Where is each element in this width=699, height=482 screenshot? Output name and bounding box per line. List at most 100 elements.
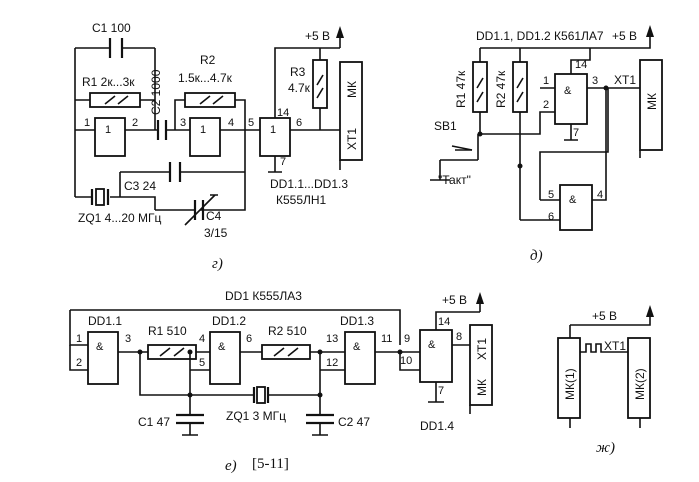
svg-text:1: 1 (105, 124, 111, 136)
svg-text:1: 1 (543, 75, 549, 87)
mk-block-zh-1 (557, 337, 581, 419)
svg-text:14: 14 (438, 316, 450, 328)
svg-text:1: 1 (76, 333, 82, 345)
svg-text:&: & (218, 341, 226, 353)
svg-text:г): г) (212, 256, 223, 272)
gate-g-dd2 (189, 117, 221, 157)
gate-e-dd4 (419, 329, 453, 383)
svg-text:DD1.2: DD1.2 (212, 314, 246, 328)
mk-block-e (469, 324, 493, 406)
svg-text:1: 1 (200, 124, 206, 136)
svg-text:&: & (353, 341, 361, 353)
svg-text:R2: R2 (200, 53, 216, 67)
circuit-e: DD1 К555ЛА3 & DD1.1 1 2 3 R1 510 & DD1.2… (69, 289, 493, 474)
svg-text:1: 1 (84, 117, 90, 129)
svg-text:9: 9 (404, 333, 410, 345)
capacitor-c1 (108, 38, 124, 58)
gate-g-dd3 (259, 117, 291, 157)
gate-e-dd2 (209, 331, 241, 385)
svg-text:XT1: XT1 (475, 338, 489, 360)
svg-text:7: 7 (438, 385, 444, 397)
svg-text:C4: C4 (206, 209, 222, 223)
svg-text:МК(2): МК(2) (633, 368, 647, 400)
svg-text:+5 В: +5 В (305, 29, 330, 43)
svg-text:R2 510: R2 510 (268, 324, 307, 338)
gate-e-dd3 (344, 331, 376, 385)
svg-text:К555ЛН1: К555ЛН1 (276, 193, 327, 207)
gate-d-top (554, 73, 588, 125)
svg-text:ZQ1 3 МГц: ZQ1 3 МГц (226, 409, 286, 423)
svg-text:4: 4 (597, 189, 603, 201)
svg-text:&: & (428, 339, 436, 351)
resistor-r2 (184, 92, 236, 108)
svg-text:5: 5 (548, 189, 554, 201)
svg-text:12: 12 (326, 357, 338, 369)
svg-text:10: 10 (400, 355, 412, 367)
svg-text:2: 2 (132, 117, 138, 129)
svg-text:3: 3 (125, 333, 131, 345)
svg-text:3/15: 3/15 (204, 226, 228, 240)
circuit-d: DD1.1, DD1.2 К561ЛА7 +5 В R1 47к R2 47к … (430, 25, 663, 264)
svg-text:МК: МК (475, 379, 489, 396)
svg-text:7: 7 (573, 127, 579, 139)
gate-e-dd1 (87, 331, 119, 385)
crystal-zq1 (95, 188, 105, 206)
svg-text:14: 14 (575, 59, 587, 71)
circuit-zh: +5 В МК(1) МК(2) XT1 ж) (557, 305, 654, 456)
svg-text:SB1: SB1 (434, 119, 457, 133)
circuit-g: C1 100 R1 2к...3к 1 1 2 C2 1000 R2 1.5к.… (74, 21, 363, 272)
svg-text:&: & (569, 194, 577, 206)
svg-text:МК(1): МК(1) (563, 368, 577, 400)
svg-text:+5 В: +5 В (612, 29, 637, 43)
svg-text:6: 6 (548, 211, 554, 223)
svg-text:DD1.3: DD1.3 (340, 314, 374, 328)
mk-block-d (639, 59, 663, 151)
crystal-e-zq1 (256, 386, 266, 404)
svg-text:C2 1000: C2 1000 (149, 69, 163, 115)
svg-text:5: 5 (248, 117, 254, 129)
svg-text:МК: МК (345, 81, 359, 98)
resistor-r1 (89, 92, 141, 108)
svg-text:6: 6 (246, 333, 252, 345)
svg-text:д): д) (530, 248, 543, 264)
svg-text:XT1: XT1 (345, 128, 359, 150)
svg-text:R2 47к: R2 47к (494, 70, 508, 108)
svg-text:C3 24: C3 24 (124, 179, 156, 193)
svg-text:XT1: XT1 (604, 339, 626, 353)
mk-block-g (339, 61, 363, 161)
c1-label: C1 100 (92, 21, 131, 35)
svg-text:DD1 К555ЛА3: DD1 К555ЛА3 (225, 289, 302, 303)
svg-text:+5 В: +5 В (442, 293, 467, 307)
svg-text:R1 510: R1 510 (148, 324, 187, 338)
gate-d-bottom (559, 184, 593, 231)
svg-text:C2 47: C2 47 (338, 415, 370, 429)
svg-text:DD1.4: DD1.4 (420, 419, 454, 433)
svg-text:[5-11]: [5-11] (252, 456, 289, 472)
svg-text:4.7к: 4.7к (288, 81, 311, 95)
svg-text:е): е) (225, 458, 237, 474)
svg-text:ж): ж) (596, 440, 615, 456)
gate-g-dd1 (94, 117, 126, 157)
r1-label: R1 2к...3к (82, 75, 135, 89)
svg-text:"Такт": "Такт" (438, 173, 471, 187)
capacitor-e-c2 (306, 413, 334, 425)
svg-text:1: 1 (270, 124, 276, 136)
svg-text:11: 11 (381, 333, 392, 345)
svg-text:DD1.1...DD1.3: DD1.1...DD1.3 (270, 177, 348, 191)
svg-text:XT1: XT1 (614, 73, 636, 87)
capacitor-c2 (156, 120, 168, 140)
svg-text:&: & (96, 341, 104, 353)
svg-text:R1 47к: R1 47к (454, 70, 468, 108)
svg-text:C1 47: C1 47 (138, 415, 170, 429)
svg-text:5: 5 (199, 357, 205, 369)
svg-text:6: 6 (296, 117, 302, 129)
svg-text:&: & (564, 85, 572, 97)
svg-text:3: 3 (592, 75, 598, 87)
capacitor-c3 (168, 162, 182, 182)
resistor-e-r2 (261, 344, 311, 360)
svg-text:1.5к...4.7к: 1.5к...4.7к (178, 71, 233, 85)
svg-text:13: 13 (326, 333, 338, 345)
svg-text:14: 14 (277, 107, 289, 119)
resistor-r3 (312, 59, 328, 109)
